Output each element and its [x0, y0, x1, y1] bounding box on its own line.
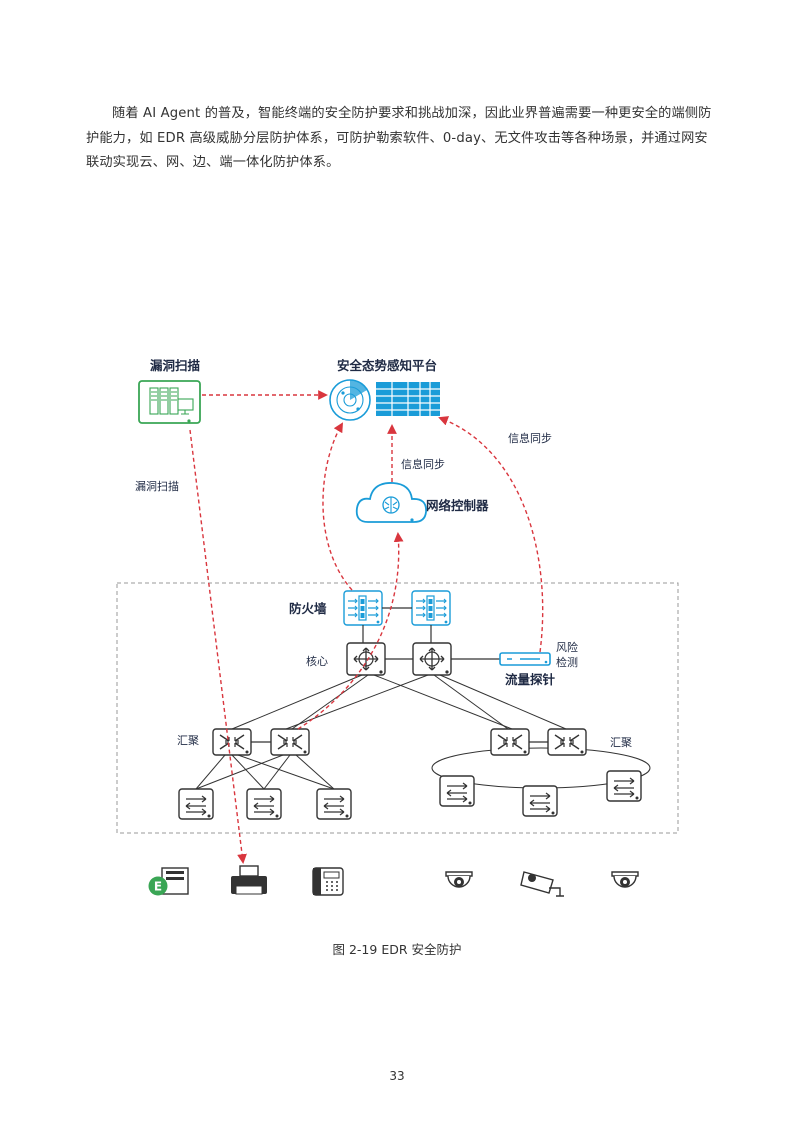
- dome-camera-icon: [445, 871, 473, 888]
- figure-caption: 图 2-19 EDR 安全防护: [332, 942, 462, 957]
- access-switch-icon: [522, 785, 558, 817]
- core-agg-links: [231, 674, 567, 730]
- info-sync-left-label: 信息同步: [401, 457, 445, 471]
- threat-flows: [189, 390, 544, 864]
- vuln-scan-title: 漏洞扫描: [150, 358, 201, 373]
- printer-icon: [231, 865, 267, 895]
- edr-pc-icon: E: [148, 867, 189, 896]
- aggregation-switch-icon: [270, 728, 310, 756]
- intro-paragraph: 随着 AI Agent 的普及，智能终端的安全防护要求和挑战加深，因此业界普遍需…: [86, 106, 712, 170]
- cloud-brain-icon: [355, 482, 427, 523]
- access-switch-icon: [439, 775, 475, 807]
- access-switch-icon: [606, 770, 642, 802]
- scan-to-terminal-arrow: [189, 429, 247, 864]
- firewall-label: 防火墙: [289, 601, 327, 616]
- agg-to-controller-arrow: [297, 532, 404, 730]
- bullet-camera-icon: [520, 871, 564, 897]
- access-switch-icon: [246, 788, 282, 820]
- aggregation-switch-icon: [547, 728, 587, 756]
- aggregation-switch-icon: [490, 728, 530, 756]
- firewall-to-platform-arrow: [322, 422, 353, 591]
- firewall-icon: [411, 590, 451, 626]
- agg-access-links-left: [195, 754, 335, 790]
- core-router-icon: [346, 642, 386, 676]
- network-zone-border: [116, 582, 679, 834]
- core-router-icon: [412, 642, 452, 676]
- radar-icon: [329, 379, 371, 421]
- agg-right-label: 汇聚: [610, 736, 632, 749]
- dome-camera-icon: [611, 871, 639, 888]
- platform-title: 安全态势感知平台: [337, 358, 437, 373]
- info-sync-right-label: 信息同步: [508, 431, 552, 445]
- scanner-server-icon: [138, 380, 201, 424]
- page-number: 33: [389, 1069, 405, 1083]
- risk-label-2: 检测: [556, 655, 578, 669]
- access-switch-icon: [178, 788, 214, 820]
- probe-icon: [499, 652, 551, 666]
- access-switch-icon: [316, 788, 352, 820]
- platform-data-grid: [376, 382, 440, 416]
- probe-to-platform-arrow: [438, 416, 544, 653]
- controller-label: 网络控制器: [426, 498, 489, 513]
- ip-phone-icon: [312, 867, 344, 896]
- firewall-icon: [343, 590, 383, 626]
- aggregation-switch-icon: [212, 728, 252, 756]
- probe-label: 流量探针: [505, 672, 556, 687]
- agg-left-label: 汇聚: [177, 734, 199, 747]
- edr-badge: E: [154, 880, 162, 894]
- risk-label-1: 风险: [556, 640, 578, 654]
- vuln-scan-path-label: 漏洞扫描: [135, 479, 179, 493]
- core-label: 核心: [306, 654, 328, 668]
